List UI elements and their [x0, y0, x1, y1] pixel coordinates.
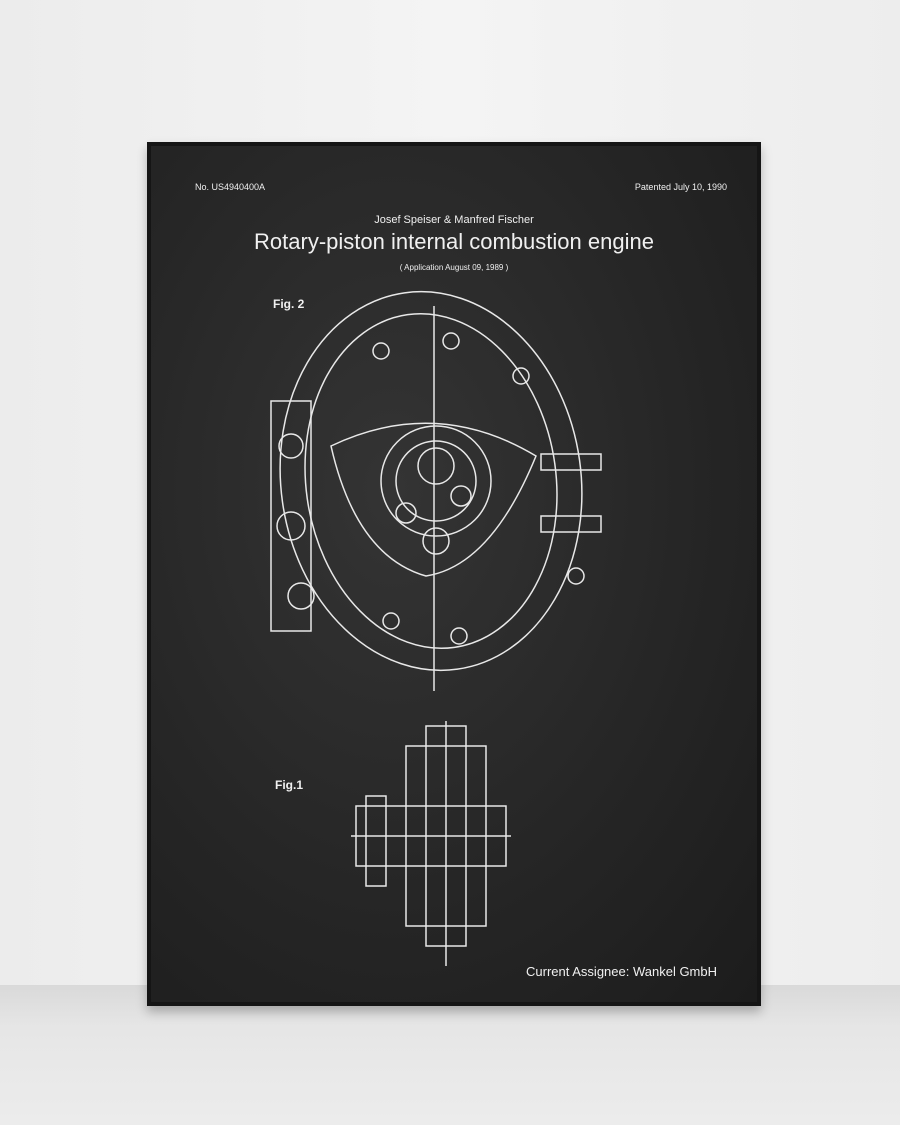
fig2-rotary-engine	[270, 290, 602, 691]
fig2-label: Fig. 2	[273, 297, 305, 311]
fig1-cross-section	[351, 721, 511, 966]
poster-frame: No. US4940400A Patented July 10, 1990 Jo…	[147, 142, 761, 1006]
application-date: ( Application August 09, 1989 )	[399, 263, 509, 272]
patented-date: Patented July 10, 1990	[634, 182, 727, 192]
assignee: Current Assignee: Wankel GmbH	[526, 964, 717, 979]
fig1-label: Fig.1	[275, 778, 304, 792]
poster-title: Rotary-piston internal combustion engine	[254, 229, 654, 254]
patent-poster: No. US4940400A Patented July 10, 1990 Jo…	[151, 146, 757, 1002]
floor	[0, 985, 900, 1125]
patent-number: No. US4940400A	[195, 182, 266, 192]
inventors: Josef Speiser & Manfred Fischer	[374, 214, 534, 226]
engine-drawing	[270, 290, 602, 966]
